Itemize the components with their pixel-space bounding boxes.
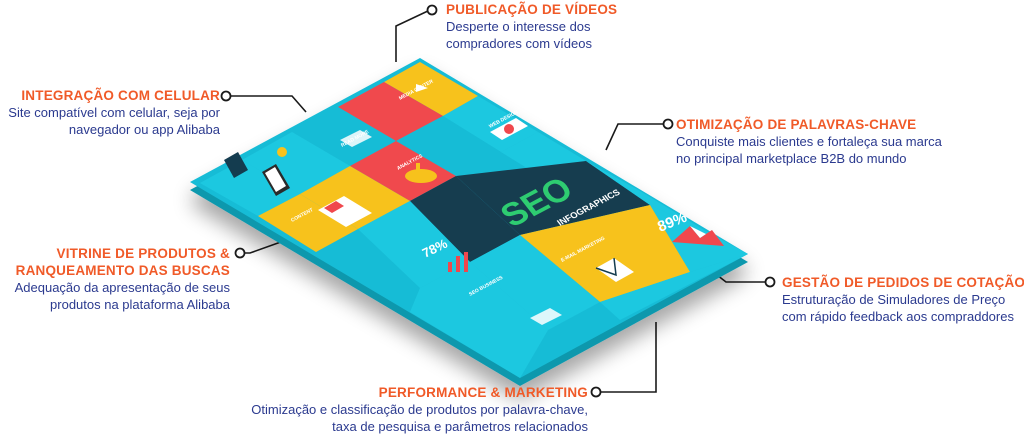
callout-videos-title: PUBLICAÇÃO DE VÍDEOS <box>446 2 618 17</box>
tile-email <box>520 205 690 302</box>
callout-showcase-title-2: RANQUEAMENTO DAS BUSCAS <box>15 263 230 278</box>
callout-keywords-desc-2: no principal marketplace B2B do mundo <box>676 151 907 166</box>
tile-pct-low <box>600 254 748 320</box>
callout-marketing-desc-2: taxa de pesquisa e parâmetros relacionad… <box>332 419 588 434</box>
tile-media-center <box>338 82 443 141</box>
connector-videos <box>395 9 431 62</box>
callout-keywords-title: OTIMIZAÇÃO DE PALAVRAS-CHAVE <box>676 117 917 132</box>
callout-showcase-title-1: VITRINE DE PRODUTOS & <box>56 246 230 261</box>
connector-mobile <box>228 95 307 113</box>
connector-dot-mobile <box>220 90 232 102</box>
tile-seo <box>456 161 650 235</box>
callout-showcase: VITRINE DE PRODUTOS & RANQUEAMENTO DAS B… <box>15 245 230 313</box>
callout-keywords: OTIMIZAÇÃO DE PALAVRAS-CHAVE Conquiste m… <box>676 116 942 167</box>
connector-dot-showcase <box>234 247 246 259</box>
connector-marketing <box>598 322 657 393</box>
callout-quotes-desc-2: com rápido feedback aos compraddores <box>782 309 1014 324</box>
callout-showcase-desc-1: Adequação da apresentação de seus <box>14 280 230 295</box>
callout-mobile: INTEGRAÇÃO COM CELULAR Site compatível c… <box>8 87 220 138</box>
connector-dot-quotes <box>764 276 776 288</box>
infographic-board <box>190 58 748 386</box>
callout-videos-desc-1: Desperte o interesse dos <box>446 19 591 34</box>
callout-marketing-title: PERFORMANCE & MARKETING <box>378 385 588 400</box>
connector-dot-keywords <box>662 118 674 130</box>
tile-business <box>410 262 548 378</box>
callout-mobile-desc-1: Site compatível com celular, seja por <box>8 105 220 120</box>
connector-dot-marketing <box>590 386 602 398</box>
callout-keywords-desc-1: Conquiste mais clientes e fortaleça sua … <box>676 134 942 149</box>
tile-mid-cyan <box>396 116 501 176</box>
callout-quotes: GESTÃO DE PEDIDOS DE COTAÇÃO Estruturaçã… <box>782 274 1024 325</box>
connector-dot-videos <box>426 4 438 16</box>
callout-mobile-desc-2: navegador ou app Alibaba <box>68 122 220 137</box>
tile-top-cyan <box>443 96 538 152</box>
callout-videos: PUBLICAÇÃO DE VÍDEOS Desperte o interess… <box>446 1 617 52</box>
tile-mobile-low <box>200 160 300 216</box>
tile-content <box>300 166 410 229</box>
tile-analytics <box>350 141 456 201</box>
tile-stat <box>358 201 470 288</box>
callout-quotes-desc-1: Estruturação de Simuladores de Preço <box>782 292 1006 307</box>
callout-marketing: PERFORMANCE & MARKETING Otimização e cla… <box>251 384 588 435</box>
callout-quotes-title: GESTÃO DE PEDIDOS DE COTAÇÃO <box>782 275 1024 290</box>
tile-content-low <box>258 194 358 252</box>
connector-keywords <box>605 123 666 151</box>
board-decorations <box>224 80 724 325</box>
callout-mobile-title: INTEGRAÇÃO COM CELULAR <box>21 88 220 103</box>
tile-right-edge <box>586 161 704 230</box>
tile-left-top <box>292 107 396 166</box>
callout-videos-desc-2: compradores com vídeos <box>446 36 592 51</box>
tile-seo-left <box>410 176 520 262</box>
callout-showcase-desc-2: produtos na plataforma Alibaba <box>50 297 230 312</box>
callout-marketing-desc-1: Otimização e classificação de produtos p… <box>251 402 588 417</box>
tile-mobile <box>242 132 350 194</box>
tile-business-top <box>470 235 600 330</box>
